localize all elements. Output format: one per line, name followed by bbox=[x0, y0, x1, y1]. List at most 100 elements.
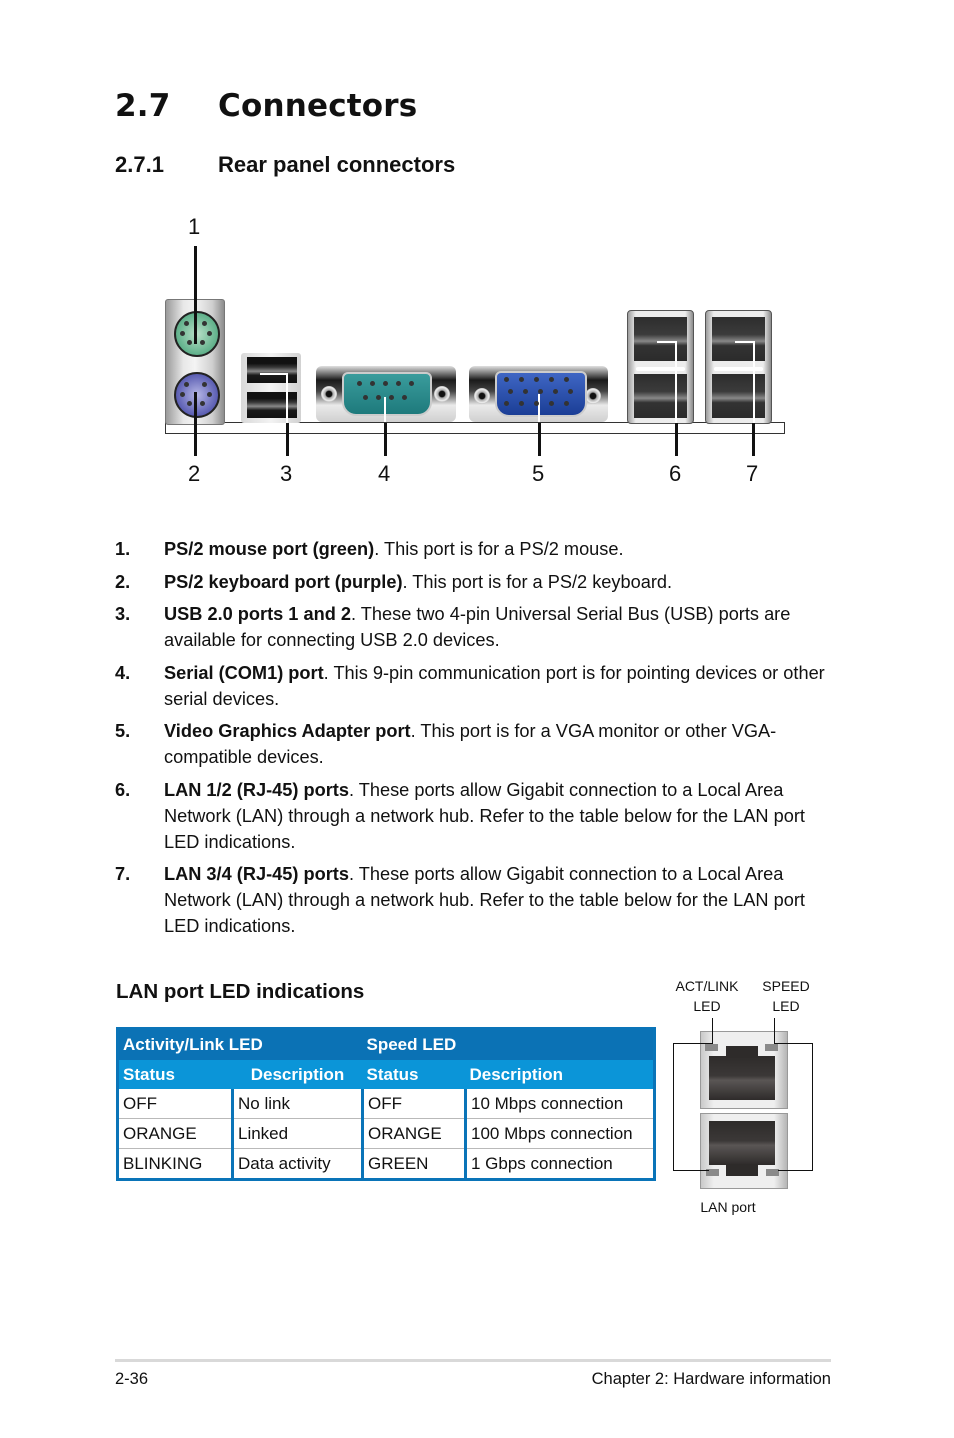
connector-pin bbox=[534, 401, 539, 406]
usb-port-1 bbox=[247, 357, 297, 383]
callout-number: 1 bbox=[188, 214, 201, 239]
connector-pin bbox=[549, 377, 554, 382]
connector-pin bbox=[207, 392, 212, 397]
table-cell: Data activity bbox=[231, 1148, 363, 1180]
section-number: 2.7 bbox=[115, 88, 171, 124]
connector-pin bbox=[357, 381, 362, 386]
list-item: 6.LAN 1/2 (RJ-45) ports. These ports all… bbox=[115, 779, 805, 852]
footer-divider bbox=[115, 1359, 831, 1362]
callout-number: 2 bbox=[188, 461, 201, 486]
page-number: 2-36 bbox=[115, 1370, 149, 1388]
act-link-led-label: ACT/LINK LED bbox=[675, 978, 739, 1014]
callout-number: 5 bbox=[532, 461, 545, 486]
column-header: Status bbox=[117, 1060, 233, 1089]
list-item: 4.Serial (COM1) port. This 9-pin communi… bbox=[115, 662, 825, 709]
column-header: Description bbox=[465, 1060, 655, 1089]
speed-led bbox=[766, 1169, 779, 1176]
table-row: OFF No link OFF 10 Mbps connection bbox=[117, 1089, 655, 1119]
table-row: BLINKING Data activity GREEN 1 Gbps conn… bbox=[117, 1148, 655, 1180]
section-title: Connectors bbox=[218, 88, 418, 124]
list-item: 7.LAN 3/4 (RJ-45) ports. These ports all… bbox=[115, 864, 805, 936]
callout-line-6 bbox=[675, 423, 678, 456]
vga-port bbox=[495, 371, 587, 417]
table-cell: GREEN bbox=[361, 1148, 466, 1180]
section-heading: 2.7 Connectors bbox=[115, 88, 417, 124]
connector-pin bbox=[519, 401, 524, 406]
connector-pin bbox=[363, 395, 368, 400]
connector-pin bbox=[553, 389, 558, 394]
connector-pin bbox=[396, 381, 401, 386]
table-cell: ORANGE bbox=[361, 1118, 466, 1149]
connector-pin bbox=[184, 321, 189, 326]
callout-line-3 bbox=[286, 423, 289, 456]
connector-pin bbox=[564, 401, 569, 406]
callout-number: 3 bbox=[280, 461, 293, 486]
table-cell: 100 Mbps connection bbox=[464, 1118, 655, 1149]
usb-port-2 bbox=[247, 392, 297, 418]
connector-list: 1.PS/2 mouse port (green). This port is … bbox=[115, 536, 835, 946]
connector-pin bbox=[187, 340, 192, 345]
screw-icon bbox=[585, 388, 601, 404]
callout-number: 4 bbox=[378, 461, 391, 486]
table-cell: BLINKING bbox=[117, 1148, 233, 1180]
connector-pin bbox=[534, 377, 539, 382]
lan-1-2-ports bbox=[627, 310, 694, 424]
connector-pin bbox=[187, 401, 192, 406]
connector-pin bbox=[202, 382, 207, 387]
connector-pin bbox=[200, 401, 205, 406]
lan-jack bbox=[634, 317, 687, 361]
group-header-speed: Speed LED bbox=[362, 1028, 655, 1060]
lan-3-4-ports bbox=[705, 310, 772, 424]
connector-pin bbox=[504, 377, 509, 382]
list-item: 2.PS/2 keyboard port (purple). This port… bbox=[115, 571, 673, 592]
lan-jack bbox=[634, 374, 687, 418]
table-cell: ORANGE bbox=[117, 1118, 233, 1149]
lan-jack bbox=[712, 317, 765, 361]
connector-pin bbox=[409, 381, 414, 386]
connector-pin bbox=[549, 401, 554, 406]
panel-baseline bbox=[165, 422, 785, 434]
connector-pin bbox=[202, 321, 207, 326]
connector-pin bbox=[523, 389, 528, 394]
lan-port-caption: LAN port bbox=[700, 1199, 756, 1215]
list-item: 1.PS/2 mouse port (green). This port is … bbox=[115, 539, 624, 559]
connector-pin bbox=[180, 392, 185, 397]
connector-pin bbox=[568, 389, 573, 394]
connector-pin bbox=[376, 395, 381, 400]
table-cell: No link bbox=[231, 1089, 363, 1119]
callout-line-7 bbox=[752, 423, 755, 456]
connector-pin bbox=[180, 331, 185, 336]
chapter-title: Chapter 2: Hardware information bbox=[591, 1370, 831, 1388]
table-cell: 1 Gbps connection bbox=[464, 1148, 655, 1180]
act-link-led bbox=[705, 1044, 718, 1051]
callout-line-2 bbox=[194, 392, 197, 456]
act-link-led bbox=[706, 1169, 719, 1176]
table-row: ORANGE Linked ORANGE 100 Mbps connection bbox=[117, 1118, 655, 1149]
connector-pin bbox=[504, 401, 509, 406]
callout-number: 6 bbox=[669, 461, 682, 486]
lan-jack bbox=[712, 374, 765, 418]
connector-pin bbox=[508, 389, 513, 394]
list-item: 3.USB 2.0 ports 1 and 2. These two 4-pin… bbox=[115, 604, 791, 650]
connector-pin bbox=[389, 395, 394, 400]
speed-led-label: SPEED LED bbox=[762, 978, 810, 1014]
table-cell: OFF bbox=[361, 1089, 466, 1119]
connector-pin bbox=[538, 389, 543, 394]
callout-line-4 bbox=[384, 423, 387, 456]
subsection-heading: 2.7.1 Rear panel connectors bbox=[115, 152, 455, 178]
subsection-number: 2.7.1 bbox=[115, 152, 164, 177]
table-cell: 10 Mbps connection bbox=[464, 1089, 655, 1119]
list-item: 5.Video Graphics Adapter port. This port… bbox=[115, 721, 777, 767]
connector-pin bbox=[207, 331, 212, 336]
lan-port-upper bbox=[700, 1031, 788, 1109]
screw-icon bbox=[434, 386, 450, 402]
table-column-header: Status Description Status Description bbox=[117, 1060, 655, 1089]
callout-line-5 bbox=[538, 423, 541, 456]
connector-pin bbox=[519, 377, 524, 382]
column-header: Description bbox=[232, 1060, 363, 1089]
subsection-title: Rear panel connectors bbox=[218, 152, 456, 177]
connector-pin bbox=[564, 377, 569, 382]
connector-pin bbox=[402, 395, 407, 400]
table-cell: OFF bbox=[117, 1089, 233, 1119]
table-group-header: Activity/Link LED Speed LED bbox=[117, 1028, 655, 1060]
